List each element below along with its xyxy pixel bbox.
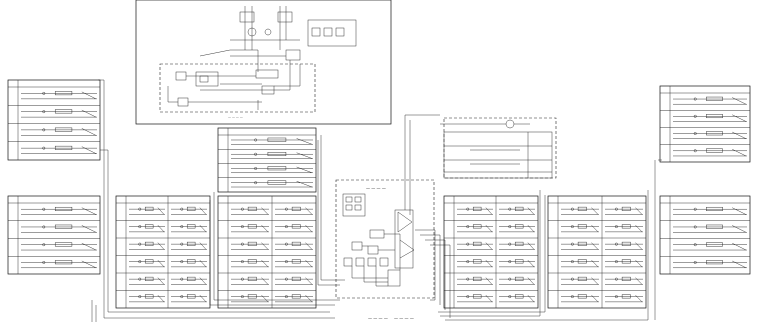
table-mid-upper xyxy=(217,127,317,193)
cell-wiring-symbol xyxy=(129,241,165,250)
table-frame xyxy=(217,127,317,193)
cell-wiring-symbol xyxy=(275,206,313,215)
cell-wiring-symbol xyxy=(21,224,97,233)
svg-text:— — — —: — — — — xyxy=(368,316,388,321)
cell-wiring-symbol xyxy=(457,259,493,268)
cell-wiring-symbol xyxy=(605,206,643,215)
cell-wiring-symbol xyxy=(231,224,269,233)
cell-wiring-symbol xyxy=(605,259,643,268)
table-frame xyxy=(7,79,101,161)
cell-wiring-symbol xyxy=(231,294,269,303)
table-frame xyxy=(547,195,647,309)
cell-wiring-symbol xyxy=(171,276,207,285)
cell-wiring-symbol xyxy=(561,206,599,215)
cell-wiring-symbol xyxy=(499,206,535,215)
cell-wiring-symbol xyxy=(499,276,535,285)
cell-wiring-symbol xyxy=(275,224,313,233)
cell-wiring-symbol xyxy=(21,206,97,215)
cell-wiring-symbol xyxy=(21,91,97,100)
cell-wiring-symbol xyxy=(499,241,535,250)
cell-wiring-symbol xyxy=(171,206,207,215)
table-frame xyxy=(659,85,751,163)
table-frame xyxy=(443,195,539,309)
cell-wiring-symbol xyxy=(499,294,535,303)
cell-wiring-symbol xyxy=(171,241,207,250)
table-left-upper xyxy=(7,79,101,161)
cell-wiring-symbol xyxy=(21,109,97,118)
cell-wiring-symbol xyxy=(561,294,599,303)
cell-wiring-symbol xyxy=(171,259,207,268)
cell-wiring-symbol xyxy=(171,224,207,233)
cell-wiring-symbol xyxy=(605,276,643,285)
cell-wiring-symbol xyxy=(561,259,599,268)
cell-wiring-symbol xyxy=(21,145,97,154)
svg-text:— — — —: — — — — xyxy=(394,316,414,321)
cell-wiring-symbol xyxy=(129,224,165,233)
table-right-lower xyxy=(659,195,751,275)
cell-wiring-symbol xyxy=(673,206,747,215)
right-top-panel xyxy=(440,117,557,179)
cell-wiring-symbol xyxy=(673,242,747,251)
central-controller: — — — — xyxy=(335,179,435,299)
cell-wiring-symbol xyxy=(499,224,535,233)
cell-wiring-symbol xyxy=(275,294,313,303)
cell-wiring-symbol xyxy=(605,241,643,250)
bottom-labels: — — — — — — — — xyxy=(368,316,414,321)
cell-wiring-symbol xyxy=(673,96,747,105)
cell-wiring-symbol xyxy=(275,276,313,285)
cell-wiring-symbol xyxy=(673,224,747,233)
cell-wiring-symbol xyxy=(673,114,747,122)
cell-wiring-symbol xyxy=(231,152,313,159)
cell-wiring-symbol xyxy=(673,131,747,139)
cell-wiring-symbol xyxy=(605,224,643,233)
cell-wiring-symbol xyxy=(561,224,599,233)
cell-wiring-symbol xyxy=(21,242,97,251)
cell-wiring-symbol xyxy=(231,166,313,173)
cell-wiring-symbol xyxy=(457,276,493,285)
cell-wiring-symbol xyxy=(673,148,747,157)
trunk-wiring xyxy=(91,79,662,322)
cell-wiring-symbol xyxy=(457,294,493,303)
cell-wiring-symbol xyxy=(457,206,493,215)
table-frame xyxy=(115,195,211,309)
cell-wiring-symbol xyxy=(231,206,269,215)
cell-wiring-symbol xyxy=(231,241,269,250)
cell-wiring-symbol xyxy=(605,294,643,303)
cell-wiring-symbol xyxy=(275,241,313,250)
table-frame xyxy=(659,195,751,275)
cell-wiring-symbol xyxy=(129,276,165,285)
table-mid-left-b xyxy=(217,195,317,309)
top-detail-panel: — — — — xyxy=(135,0,392,125)
cell-wiring-symbol xyxy=(457,224,493,233)
table-mid-right-a xyxy=(443,195,539,309)
cell-wiring-symbol xyxy=(231,137,313,145)
cell-wiring-symbol xyxy=(673,260,747,269)
table-frame xyxy=(7,195,101,275)
cell-wiring-symbol xyxy=(21,127,97,136)
cell-wiring-symbol xyxy=(129,206,165,215)
table-frame xyxy=(217,195,317,309)
cell-wiring-symbol xyxy=(499,259,535,268)
table-right-upper xyxy=(659,85,751,163)
cell-wiring-symbol xyxy=(231,180,313,188)
cell-wiring-symbol xyxy=(275,259,313,268)
cell-wiring-symbol xyxy=(21,260,97,269)
terminal-tables xyxy=(7,79,751,309)
table-mid-left-a xyxy=(115,195,211,309)
cell-wiring-symbol xyxy=(457,241,493,250)
cell-wiring-symbol xyxy=(561,276,599,285)
svg-text:— — — —: — — — — xyxy=(366,186,386,191)
cell-wiring-symbol xyxy=(171,294,207,303)
cell-wiring-symbol xyxy=(561,241,599,250)
cell-wiring-symbol xyxy=(231,276,269,285)
cell-wiring-symbol xyxy=(129,294,165,303)
table-left-lower xyxy=(7,195,101,275)
cell-wiring-symbol xyxy=(231,259,269,268)
cell-wiring-symbol xyxy=(129,259,165,268)
svg-text:— — — —: — — — — xyxy=(228,115,243,119)
table-mid-right-b xyxy=(547,195,647,309)
